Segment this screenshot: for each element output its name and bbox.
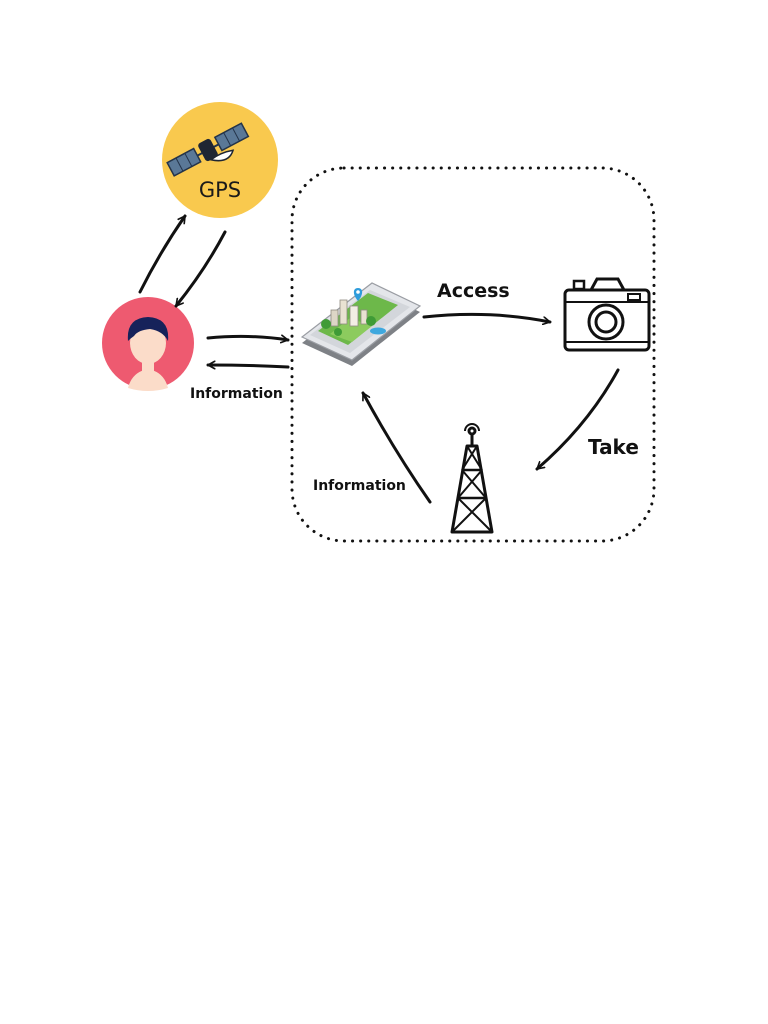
cell-tower-icon bbox=[450, 423, 494, 534]
gps-to-user-arrow bbox=[174, 230, 227, 308]
user-information-label: Information bbox=[190, 386, 283, 402]
access-label: Access bbox=[437, 280, 510, 302]
gps-node bbox=[162, 102, 278, 218]
system-boundary bbox=[290, 166, 656, 543]
tower-information-label: Information bbox=[313, 478, 406, 494]
tower-to-phone-arrow bbox=[361, 391, 432, 504]
camera-to-tower-arrow bbox=[535, 368, 620, 471]
satellite-icon bbox=[166, 122, 250, 177]
user-to-phone-arrow bbox=[206, 336, 290, 340]
phone-to-camera-arrow bbox=[422, 312, 552, 322]
map-pin-icon bbox=[353, 288, 363, 301]
take-label: Take bbox=[588, 435, 639, 459]
phone-to-user-arrow bbox=[206, 365, 290, 367]
gps-label: GPS bbox=[198, 178, 242, 202]
smartphone-map-icon bbox=[300, 282, 422, 366]
camera-icon bbox=[563, 277, 651, 352]
user-to-gps-arrow bbox=[138, 214, 187, 294]
user-avatar-icon bbox=[102, 297, 194, 391]
